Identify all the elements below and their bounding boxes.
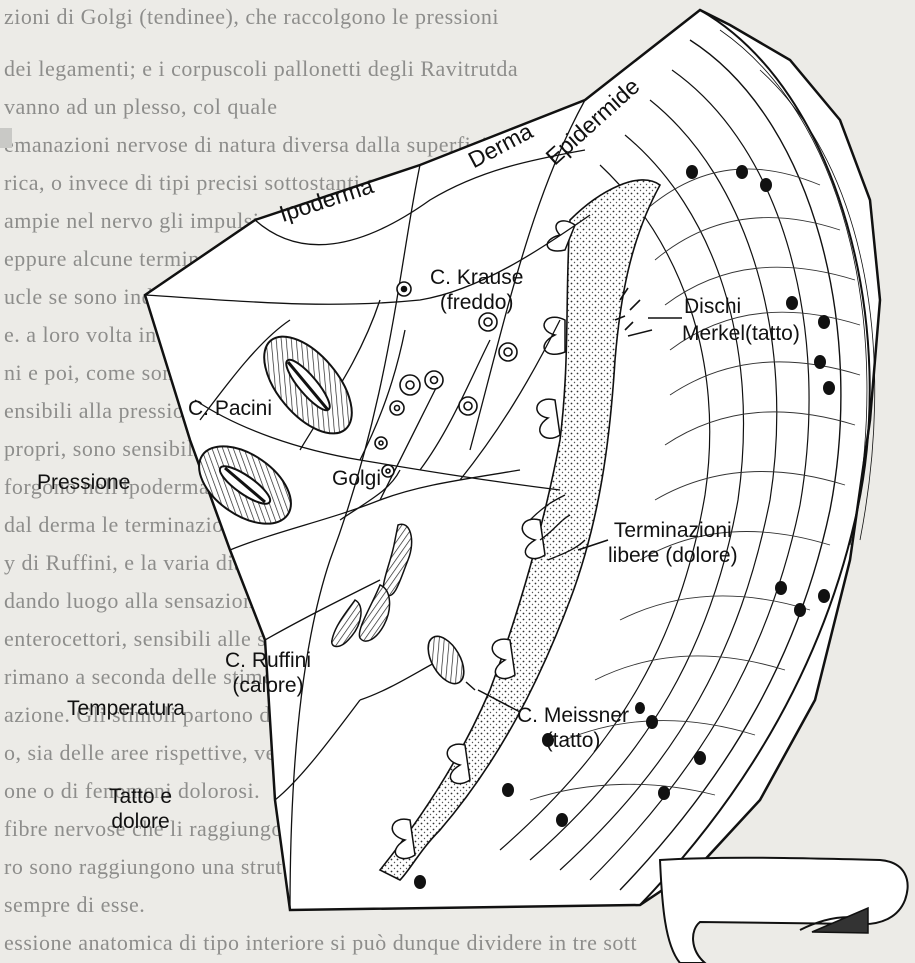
label-pacini: C. Pacini xyxy=(188,396,272,421)
label-dischi: Dischi xyxy=(684,294,741,319)
label-merkel: Merkel(tatto) xyxy=(682,321,800,346)
label-krause: C. Krause (freddo) xyxy=(430,265,523,315)
label-tatto-dolore: Tatto e dolore xyxy=(109,784,172,834)
label-temperatura: Temperatura xyxy=(67,696,185,721)
label-ruffini: C. Ruffini (calore) xyxy=(225,648,311,698)
label-pressione: Pressione xyxy=(37,470,130,495)
label-meissner: C. Meissner (tatto) xyxy=(517,703,629,753)
left-grey-block xyxy=(0,128,12,148)
label-terminazioni: Terminazioni libere (dolore) xyxy=(608,518,738,568)
fingertip-outline xyxy=(660,858,908,963)
label-golgi: Golgi xyxy=(332,466,381,491)
